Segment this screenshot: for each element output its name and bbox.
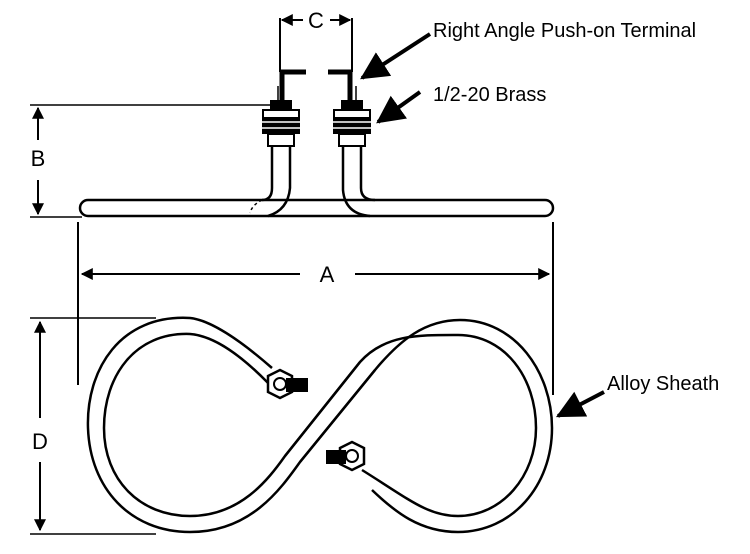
side-view <box>78 69 555 218</box>
dimension-a-label: A <box>320 262 335 287</box>
right-push-on-terminal <box>328 69 357 100</box>
left-inner-fitting <box>266 368 308 400</box>
right-leg-tube <box>341 145 376 218</box>
dimension-c-label: C <box>308 8 324 33</box>
horizontal-tube <box>78 198 555 218</box>
terminal-label: Right Angle Push-on Terminal <box>433 20 696 42</box>
right-inner-fitting <box>326 440 366 472</box>
sheath-label: Alloy Sheath <box>607 373 719 395</box>
sheath-callout: Alloy Sheath <box>555 373 719 418</box>
dimension-a: A <box>77 222 554 395</box>
dimension-d: D <box>30 317 156 535</box>
left-leg-tube <box>261 145 292 218</box>
right-brass-fitting <box>333 100 371 147</box>
dimension-c: C <box>279 8 353 72</box>
dimension-b-label: B <box>31 146 46 171</box>
figure-eight-element <box>86 316 554 534</box>
left-brass-fitting <box>262 100 300 147</box>
terminal-callout: Right Angle Push-on Terminal <box>360 20 696 80</box>
dimension-d-label: D <box>32 429 48 454</box>
brass-label: 1/2-20 Brass <box>433 84 546 106</box>
brass-callout: 1/2-20 Brass <box>376 84 546 124</box>
left-push-on-terminal <box>277 69 306 100</box>
dimension-b: B <box>30 104 272 218</box>
